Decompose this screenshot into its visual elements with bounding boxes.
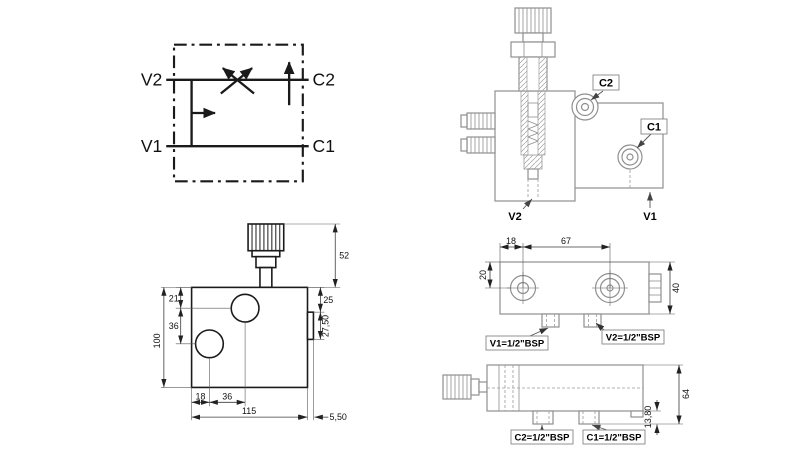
front-view-svg: 52 21 36 100 — [152, 223, 349, 422]
label-c2: C2 — [590, 74, 620, 101]
dim-13-80-text: 13,80 — [643, 406, 653, 429]
dim-36-left-text: 36 — [169, 321, 179, 331]
dim-36-bottom-text: 36 — [222, 391, 232, 401]
section-view-figure: C2 C1 V2 V1 — [445, 3, 695, 233]
side-view-figure: 13,80 64 C2=1/2"BSP C1=1/2"BSP — [435, 353, 700, 450]
section-label-c2: C2 — [599, 78, 613, 90]
dimension-36-bottom: 36 — [209, 322, 246, 407]
bottom-step-side — [630, 410, 644, 418]
dimension-13-80: 13,80 — [599, 400, 683, 435]
top-label-v2: V2=1/2"BSP — [606, 333, 661, 344]
port-label-c1: C1 — [313, 136, 335, 156]
side-view-svg: 13,80 64 C2=1/2"BSP C1=1/2"BSP — [442, 364, 691, 445]
section-label-v2: V2 — [508, 211, 521, 223]
dim-67-text: 67 — [561, 236, 571, 246]
adjustment-knob — [247, 223, 285, 289]
bottom-ports-top — [541, 313, 602, 328]
dim-52-text: 52 — [339, 251, 349, 261]
dimension-5-50: 5,50 — [298, 339, 347, 422]
label-c1-bsp: C1=1/2"BSP — [582, 424, 646, 445]
dimension-27-50: 27,50 — [313, 312, 330, 340]
symbol-boundary — [172, 43, 304, 183]
side-label-c1: C1=1/2"BSP — [587, 433, 643, 444]
port-c1-bore — [617, 144, 643, 170]
dim-20-text: 20 — [478, 270, 488, 280]
front-view-figure: 52 21 36 100 — [150, 218, 360, 443]
spring-section — [527, 120, 539, 146]
label-v2: V2 — [508, 198, 533, 223]
dimension-25: 25 — [307, 287, 333, 313]
dim-40-text: 40 — [671, 283, 681, 293]
dim-100-text: 100 — [152, 333, 162, 348]
label-v1-bsp: V1=1/2"BSP — [485, 327, 549, 351]
dim-21-text: 21 — [169, 293, 179, 303]
cartridge-valve-section — [510, 7, 556, 199]
hydraulic-symbol-figure: V2 C2 V1 C1 — [135, 28, 335, 203]
top-label-v1: V1=1/2"BSP — [490, 339, 545, 350]
label-c1: C1 — [636, 118, 668, 149]
dim-25-text: 25 — [323, 295, 333, 305]
dim-18-top-text: 18 — [506, 236, 516, 246]
dimension-67: 67 — [523, 236, 611, 288]
port-label-v1: V1 — [141, 136, 162, 156]
adjustment-knob-side — [442, 374, 488, 400]
label-v1: V1 — [643, 192, 657, 223]
dimension-36-left: 36 — [169, 308, 196, 345]
bottom-ports-side — [532, 410, 600, 425]
label-c2-bsp: C2=1/2"BSP — [510, 425, 574, 445]
top-view-figure: 18 67 20 40 V1=1/2"BS — [478, 230, 703, 362]
valve-body-front — [190, 286, 315, 389]
dimension-52: 52 — [283, 223, 349, 288]
lower-port-bore — [194, 329, 225, 359]
flow-control-valve-symbol — [220, 67, 255, 95]
top-view-svg: 18 67 20 40 V1=1/2"BS — [478, 236, 681, 351]
side-port-tab — [306, 311, 315, 341]
hydraulic-symbol-svg: V2 C2 V1 C1 — [141, 43, 335, 183]
valve-body-side — [486, 364, 644, 418]
upper-port-bore — [230, 293, 260, 323]
dim-5-50-text: 5,50 — [330, 412, 347, 422]
section-label-c1: C1 — [647, 122, 661, 134]
dim-18-text: 18 — [196, 391, 206, 401]
dim-115-text: 115 — [242, 406, 256, 416]
port-label-c2: C2 — [313, 70, 335, 90]
side-label-c2: C2=1/2"BSP — [515, 433, 571, 444]
side-plug-fittings — [460, 112, 496, 154]
section-label-v1: V1 — [643, 211, 656, 223]
section-view-svg: C2 C1 V2 V1 — [460, 7, 668, 223]
dimension-100: 100 — [152, 287, 192, 388]
dimension-18-top: 18 — [499, 236, 524, 288]
manifold-block-section — [494, 90, 664, 202]
dimension-20: 20 — [478, 261, 511, 289]
port-c2-bore — [571, 93, 599, 121]
symbol-flow-lines — [166, 61, 309, 148]
dimension-115: 115 — [191, 387, 308, 421]
port-label-v2: V2 — [141, 70, 162, 90]
dimension-40: 40 — [649, 261, 681, 315]
dimension-64: 64 — [643, 364, 691, 424]
label-v2-bsp: V2=1/2"BSP — [595, 322, 665, 345]
dim-64-text: 64 — [681, 389, 691, 399]
dim-27-50-text: 27,50 — [320, 315, 330, 337]
